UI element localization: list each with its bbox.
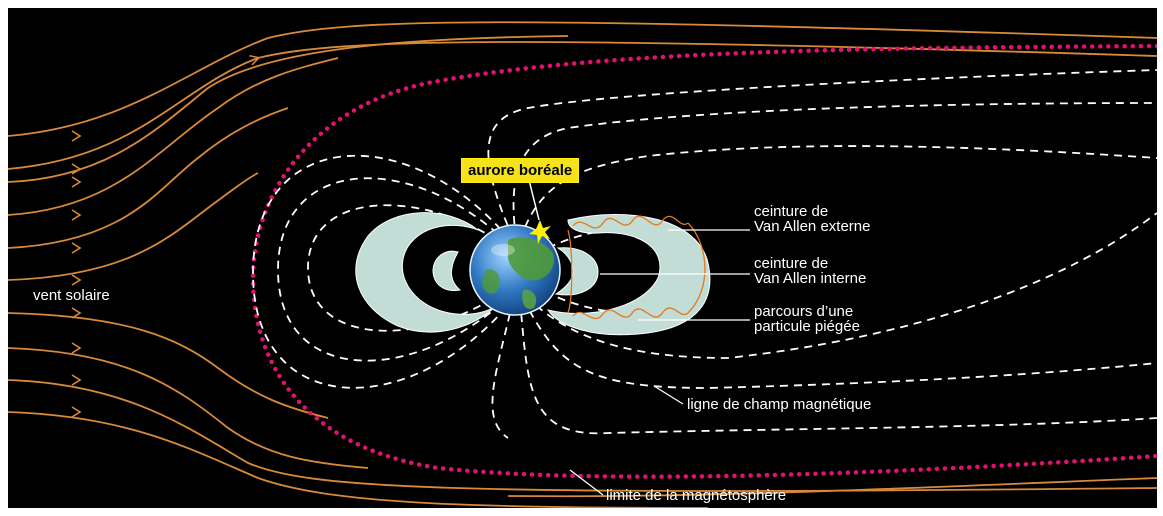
diagram-canvas xyxy=(8,21,1157,508)
inner-belt-left xyxy=(432,250,462,292)
magnetosphere-label: limite de la magnétosphère xyxy=(606,487,787,504)
solar-wind-line xyxy=(8,57,339,216)
solar-wind-line xyxy=(8,35,569,183)
arrow-icon xyxy=(71,130,82,142)
solar-wind-line xyxy=(8,379,1157,492)
leader-lines xyxy=(569,229,750,496)
earth-globe-icon xyxy=(469,224,561,316)
arrow-icon xyxy=(71,406,82,418)
inner-belt-right xyxy=(554,247,599,296)
solar-wind-line xyxy=(8,107,289,249)
solar-wind-line xyxy=(8,347,369,469)
solar-wind-line xyxy=(8,41,1157,170)
arrow-icon xyxy=(71,209,82,221)
particle-label-line1: parcours d’une xyxy=(754,303,854,320)
arrow-icon xyxy=(71,342,82,354)
arrow-icon xyxy=(71,242,82,254)
solar-wind-line xyxy=(8,172,259,281)
arrow-icon xyxy=(71,176,82,188)
solar-wind-line xyxy=(8,312,329,419)
arrow-icon xyxy=(71,274,82,286)
solar-wind-line xyxy=(8,21,1157,137)
particle-label-line2: particule piégée xyxy=(754,318,860,335)
solar-wind-line xyxy=(8,411,709,508)
solar-wind-arrows xyxy=(71,130,82,418)
inner-belt-label-line2: Van Allen interne xyxy=(754,270,867,287)
aurora-star-icon xyxy=(528,179,551,244)
magnetopause-boundary xyxy=(250,43,1157,479)
arrow-icon xyxy=(71,374,82,386)
inner-belt-label-line1: ceinture de xyxy=(754,255,829,272)
outer-belt-left xyxy=(355,212,497,333)
solar-wind-lines xyxy=(8,21,1157,508)
arrow-icon xyxy=(71,307,82,319)
magnetosphere-diagram: aurore boréale ceinture de Van Allen ext… xyxy=(8,8,1157,508)
outer-belt-label-line2: Van Allen externe xyxy=(754,218,871,235)
solar-wind-line xyxy=(507,477,1157,498)
outer-belt-label-line1: ceinture de xyxy=(754,203,829,220)
aurora-label: aurore boréale xyxy=(461,158,580,183)
arrow-icon xyxy=(71,163,82,175)
solar-wind-label: vent solaire xyxy=(33,287,110,304)
field-line-label: ligne de champ magnétique xyxy=(687,396,872,413)
